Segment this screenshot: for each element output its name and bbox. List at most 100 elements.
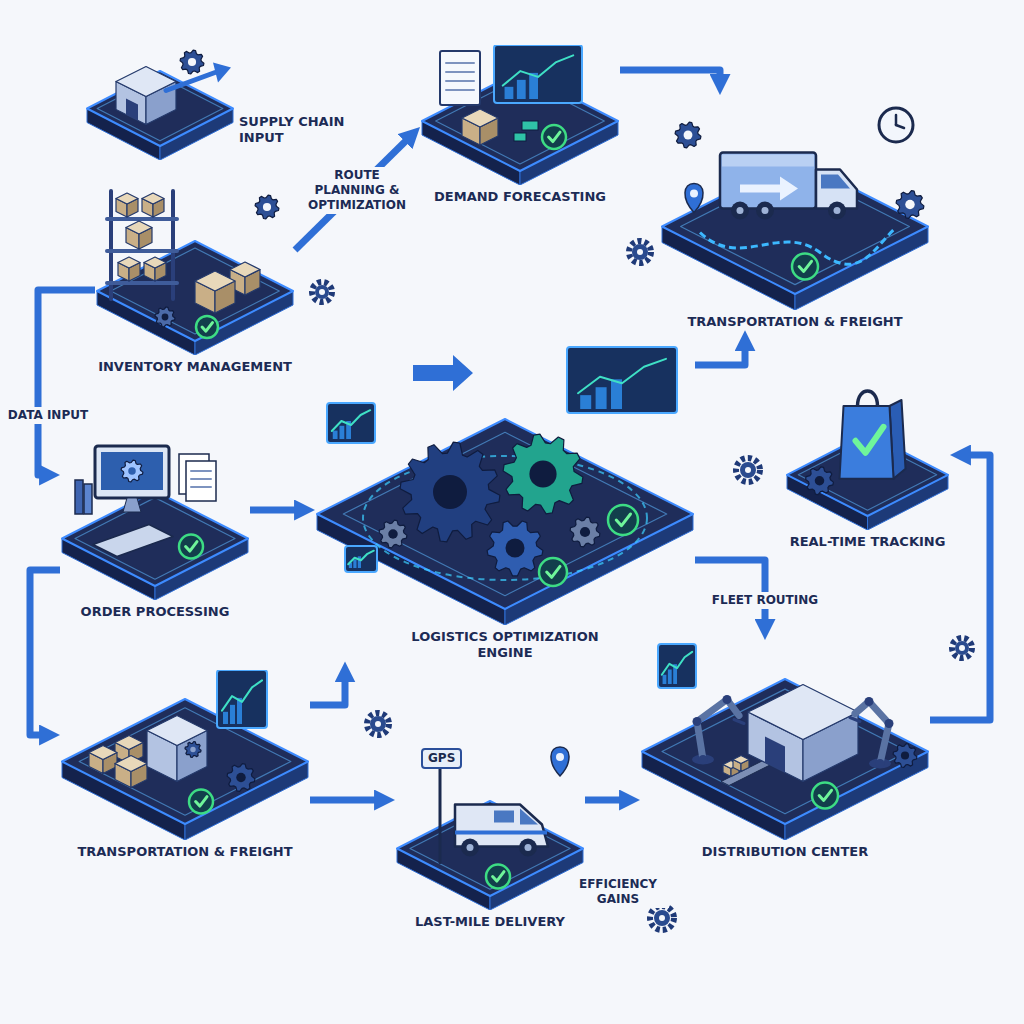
check-mark	[547, 566, 560, 577]
edge-label: FLEET ROUTING	[709, 592, 821, 609]
cube-face	[118, 257, 140, 268]
gear-body	[503, 434, 583, 514]
pin-dot	[556, 753, 564, 761]
check-mark	[549, 132, 560, 141]
platform-top	[317, 419, 693, 609]
check-circle	[196, 316, 218, 338]
check-badge	[608, 505, 638, 535]
arm-joint	[723, 695, 732, 704]
gear-hole	[236, 773, 246, 783]
process-node: SUPPLY CHAIN INPUT	[85, 40, 359, 160]
screen-chart	[222, 680, 262, 710]
warehouse-building	[748, 685, 858, 782]
arm-base	[869, 759, 891, 769]
node-illustration	[95, 185, 295, 355]
check-badge	[486, 865, 510, 889]
screen-bar	[505, 87, 514, 99]
cube-face	[147, 716, 207, 746]
sheet-line	[191, 486, 211, 488]
cube-face	[733, 756, 749, 764]
edge-label: DATA INPUT	[5, 407, 91, 424]
screen-frame	[494, 45, 582, 103]
monitor-screen	[101, 452, 163, 490]
check-mark	[819, 790, 831, 800]
rack-shelf	[107, 281, 177, 285]
node-illustration	[315, 345, 695, 625]
wheel-hub	[762, 207, 769, 214]
screen-bar	[230, 705, 235, 724]
gear-icon	[121, 460, 143, 482]
platform-top	[97, 241, 293, 341]
screen-frame	[567, 347, 677, 413]
truck-cargo	[720, 153, 816, 209]
arm-link	[855, 702, 889, 764]
screen-bar	[596, 387, 607, 409]
gear-icon	[893, 744, 917, 768]
parcel-box	[733, 756, 749, 772]
data-block	[522, 121, 538, 130]
platform-top	[397, 801, 583, 896]
dashboard-screen	[658, 644, 696, 688]
dashboard-screen	[567, 347, 677, 413]
gear-hole	[901, 751, 909, 759]
label-text: ORDER PROCESSING	[60, 604, 250, 620]
gear-hole	[162, 314, 169, 321]
cube-face	[748, 685, 858, 740]
node-label: ORDER PROCESSING	[60, 604, 250, 620]
gear-body	[180, 50, 204, 74]
platform-top	[642, 679, 928, 824]
paper-line	[446, 62, 474, 64]
wheel	[461, 839, 479, 857]
check-circle	[792, 254, 818, 280]
check-badge	[179, 535, 203, 559]
flow-arrow	[38, 290, 95, 475]
node-label: INVENTORY MANAGEMENT	[95, 359, 295, 375]
gear-hole	[263, 203, 271, 211]
flow-arrow	[310, 676, 345, 706]
check-badge	[196, 316, 218, 338]
gear-hole	[684, 131, 693, 140]
cube-face	[89, 746, 117, 760]
check-badge	[812, 783, 838, 809]
decor-gear	[367, 713, 389, 735]
gear-body	[570, 517, 600, 547]
gear-body	[185, 742, 201, 758]
monitor	[95, 446, 169, 498]
van-stripe	[455, 831, 547, 835]
check-circle	[486, 865, 510, 889]
gear-body	[121, 460, 143, 482]
decor-gear	[312, 282, 332, 302]
process-node: REAL-TIME TRACKING	[785, 380, 950, 550]
cube-face	[144, 257, 166, 268]
binder	[84, 484, 92, 514]
screen-chart	[578, 359, 666, 393]
cube-face	[115, 756, 147, 772]
gear-icon	[255, 195, 279, 219]
node-label: LAST-MILE DELIVERY	[395, 914, 585, 930]
dashboard-screen	[345, 546, 377, 572]
flow-arrow	[620, 70, 720, 81]
check-badge	[792, 254, 818, 280]
gear-hole	[128, 467, 135, 474]
map-pin	[551, 747, 569, 776]
warehouse-door	[126, 99, 138, 121]
check-badge	[542, 125, 566, 149]
edge-label: EFFICIENCY GAINS	[567, 876, 669, 908]
screen-bar	[668, 669, 672, 684]
gear-icon	[896, 191, 924, 219]
gear-body	[893, 744, 917, 768]
cube-face	[462, 109, 498, 127]
flow-arrow	[695, 344, 745, 365]
decor-gear	[650, 906, 674, 930]
cargo-arrow	[740, 177, 798, 201]
pin-body	[551, 747, 569, 776]
label-text: REAL-TIME TRACKING	[785, 534, 950, 550]
stock-box	[126, 221, 152, 249]
flow-arrow-icon	[166, 73, 215, 91]
check-badge	[189, 790, 213, 814]
van-window	[494, 811, 514, 823]
process-node: LOGISTICS OPTIMIZATION ENGINE	[315, 345, 695, 662]
pin-body	[685, 184, 703, 213]
